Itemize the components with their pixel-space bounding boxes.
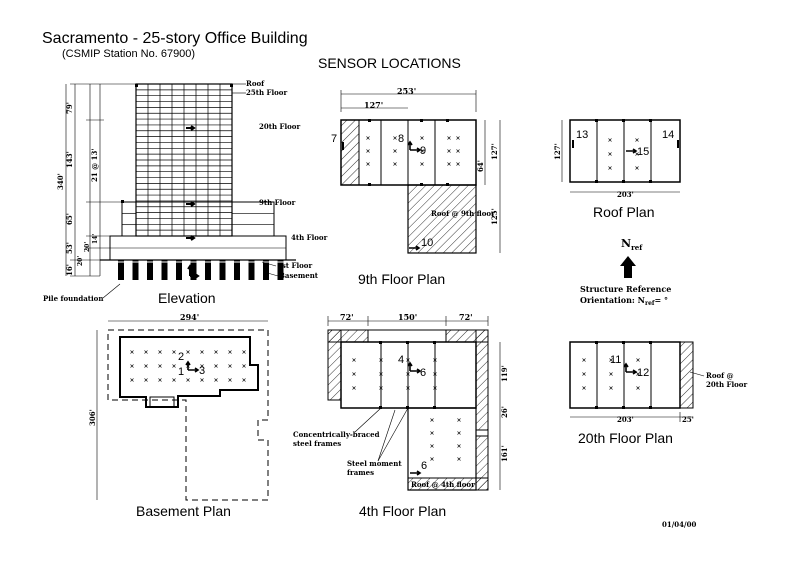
sensor-2: 2 (178, 351, 184, 363)
elevation-label: Elevation (158, 290, 216, 306)
dim-72-left: 72' (340, 312, 354, 322)
floor-label-4th: 4th Floor (291, 233, 328, 242)
hatched-wing-west (340, 119, 360, 186)
floor-label-roof: Roof (246, 79, 265, 88)
dim-20b: 20' (84, 242, 91, 252)
dim-20a: 20' (77, 256, 84, 266)
orientation-text-1: Structure Reference (580, 284, 671, 294)
dim-roof-203: 203' (617, 190, 634, 199)
sensor-8: 8 (398, 133, 404, 145)
moment-note-2: frames (347, 468, 374, 477)
dim-21-at-13: 21 @ 13' (90, 149, 99, 183)
fourth-column-marks (352, 358, 461, 461)
roof-column-marks (608, 138, 639, 170)
basement-outline (119, 336, 259, 408)
basement-plan: 2 1 3 294' 306' Basement Plan (88, 312, 269, 519)
sensor-9: 9 (420, 145, 426, 157)
roof-20th-note-2: 20th Floor (706, 380, 747, 389)
sensor-4: 4 (398, 354, 404, 366)
dim-150: 150' (398, 312, 417, 322)
ninth-floor-plan: 7 8 9 10 Roof @ 9th floor 253' 127' 127'… (331, 86, 501, 287)
dim-340: 340' (56, 173, 65, 190)
dim-119: 119' (500, 365, 509, 382)
sensor-10: 10 (421, 237, 433, 249)
dim-253: 253' (397, 86, 416, 96)
pile-group (116, 260, 286, 280)
basement-column-marks (130, 350, 246, 382)
dim-79: 79' (65, 102, 74, 114)
drawing-date: 01/04/00 (662, 520, 696, 529)
fourth-floor-plan: 4 6 6 Roof @ 4th floor Concentrically-br… (293, 312, 509, 519)
elevation-dimensions (70, 83, 136, 277)
sensor-15: 15 (637, 146, 649, 158)
dim-20th-25: 25' (682, 415, 694, 424)
floor-label-25th: 25th Floor (246, 88, 287, 97)
ninth-floor-label: 9th Floor Plan (358, 271, 445, 287)
station-number: (CSMIP Station No. 67900) (62, 48, 195, 60)
sensor-11: 11 (610, 354, 621, 366)
elevation-sensor-markers (121, 84, 233, 279)
twentieth-column-marks (582, 358, 640, 390)
dim-161: 161' (500, 445, 509, 462)
dim-14: 14' (92, 234, 99, 244)
sensor-7: 7 (331, 133, 337, 145)
floor-label-1st: 1st Floor (277, 261, 312, 270)
roof-plan-label: Roof Plan (593, 204, 654, 220)
sensor-5: 6 (420, 367, 426, 379)
braced-note-1: Concentrically-braced (293, 430, 380, 439)
dim-127-top: 127' (364, 100, 383, 110)
dim-143: 143' (65, 151, 74, 168)
dim-125: 125' (490, 208, 499, 225)
dim-306: 306' (88, 409, 97, 426)
twentieth-floor-label: 20th Floor Plan (578, 430, 673, 446)
north-ref-label: Nref (621, 237, 643, 252)
dim-53: 53' (65, 242, 74, 254)
dim-16: 16' (65, 264, 74, 276)
roof-plan: 13 14 15 127' 203' Roof Plan (553, 119, 681, 220)
sensor-6: 6 (421, 460, 427, 472)
basement-dashed-outline (107, 329, 269, 501)
elevation-view: Roof 25th Floor 20th Floor 9th Floor 4th… (43, 79, 328, 306)
tower-floor-grid (122, 84, 274, 236)
dim-26: 26' (500, 406, 509, 418)
dim-20th-203: 203' (617, 415, 634, 424)
ninth-column-marks (366, 136, 460, 166)
sensor-14: 14 (662, 129, 674, 141)
dim-72-right: 72' (459, 312, 473, 322)
fourth-floor-label: 4th Floor Plan (359, 503, 446, 519)
ninth-roof-area (407, 184, 477, 254)
twentieth-outline (569, 341, 681, 409)
sensor-13: 13 (576, 129, 588, 141)
dim-roof-127: 127' (553, 143, 562, 160)
sensor-1: 1 (178, 366, 184, 378)
roof-4th-note: Roof @ 4th floor (411, 480, 475, 489)
dim-294: 294' (180, 312, 199, 322)
twentieth-floor-plan: 11 12 Roof @ 20th Floor 203' 25' 20th Fl… (569, 341, 747, 446)
roof-9th-note: Roof @ 9th floor (431, 209, 495, 218)
section-heading: SENSOR LOCATIONS (318, 55, 461, 71)
sensor-12: 12 (637, 367, 649, 379)
dim-64: 64' (476, 160, 485, 172)
reference-orientation: Nref Structure Reference Orientation: Nr… (580, 237, 671, 307)
braced-note-2: steel frames (293, 439, 341, 448)
basement-plan-label: Basement Plan (136, 503, 231, 519)
north-arrow-icon (620, 256, 636, 278)
page-title: Sacramento - 25-story Office Building (42, 30, 308, 47)
orientation-text-2: Orientation: Nref= ° (580, 295, 668, 307)
roof-20th-note-1: Roof @ (706, 371, 734, 380)
floor-label-20th: 20th Floor (259, 122, 300, 131)
floor-label-basement: Basement (279, 271, 319, 280)
floor-label-9th: 9th Floor (259, 198, 296, 207)
dim-65: 65' (65, 213, 74, 225)
moment-note-1: Steel moment (347, 459, 402, 468)
dim-127-side: 127' (490, 143, 499, 160)
pile-foundation-label: Pile foundation (43, 294, 103, 303)
sensor-3: 3 (199, 365, 205, 377)
